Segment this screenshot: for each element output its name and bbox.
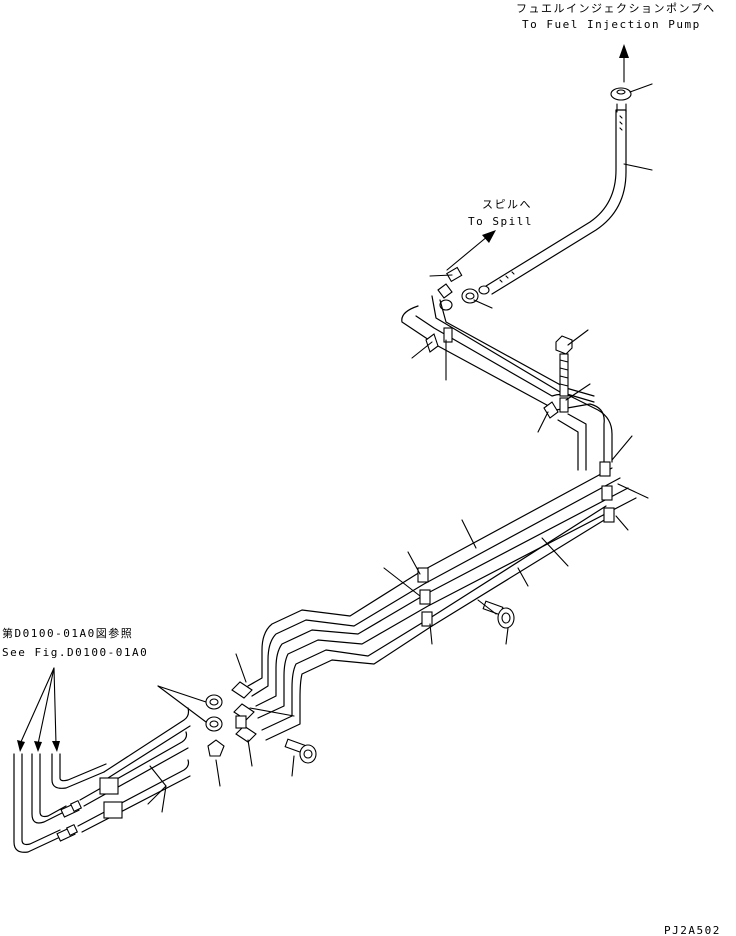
lower-fittings bbox=[205, 681, 317, 764]
spill-fittings bbox=[437, 266, 479, 311]
see-figure-label-jp: 第D0100-01A0図参照 bbox=[2, 626, 133, 640]
pipe-sleeve-2 bbox=[103, 801, 123, 819]
upper-return-pipes bbox=[401, 295, 613, 471]
drawing-number: PJ2A502 bbox=[664, 924, 721, 936]
see-figure-label-en: See Fig.D0100-01A0 bbox=[2, 646, 148, 659]
clamp-right-2 bbox=[601, 485, 613, 501]
fuel-injection-pump-label-en: To Fuel Injection Pump bbox=[522, 18, 701, 31]
lower-hoses bbox=[13, 707, 191, 853]
bolt-mid bbox=[482, 600, 515, 629]
see-figure-arrows bbox=[17, 667, 60, 752]
spill-direction-arrow bbox=[446, 230, 496, 271]
pipe-sleeve-1 bbox=[99, 777, 119, 795]
clamp-mid-3 bbox=[421, 611, 433, 627]
clamp-right-3 bbox=[603, 507, 615, 523]
fuel-pump-direction-arrow bbox=[619, 44, 629, 83]
clamp-mid-1 bbox=[417, 567, 429, 583]
callout-leader-lines bbox=[147, 83, 653, 813]
fuel-injection-pump-label-jp: フュエルインジェクションポンプへ bbox=[516, 2, 716, 15]
spill-label-jp: スピルへ bbox=[482, 198, 532, 211]
clamp-mid-2 bbox=[419, 589, 431, 605]
main-pipe-bundle bbox=[247, 461, 637, 741]
hose-coupling-1 bbox=[56, 823, 79, 842]
clamp-right-1 bbox=[599, 461, 611, 477]
bolt-upper bbox=[555, 335, 573, 397]
hose-coupling-2 bbox=[60, 799, 83, 818]
spill-label-en: To Spill bbox=[468, 215, 533, 228]
fuel-injection-pipe bbox=[478, 87, 632, 295]
